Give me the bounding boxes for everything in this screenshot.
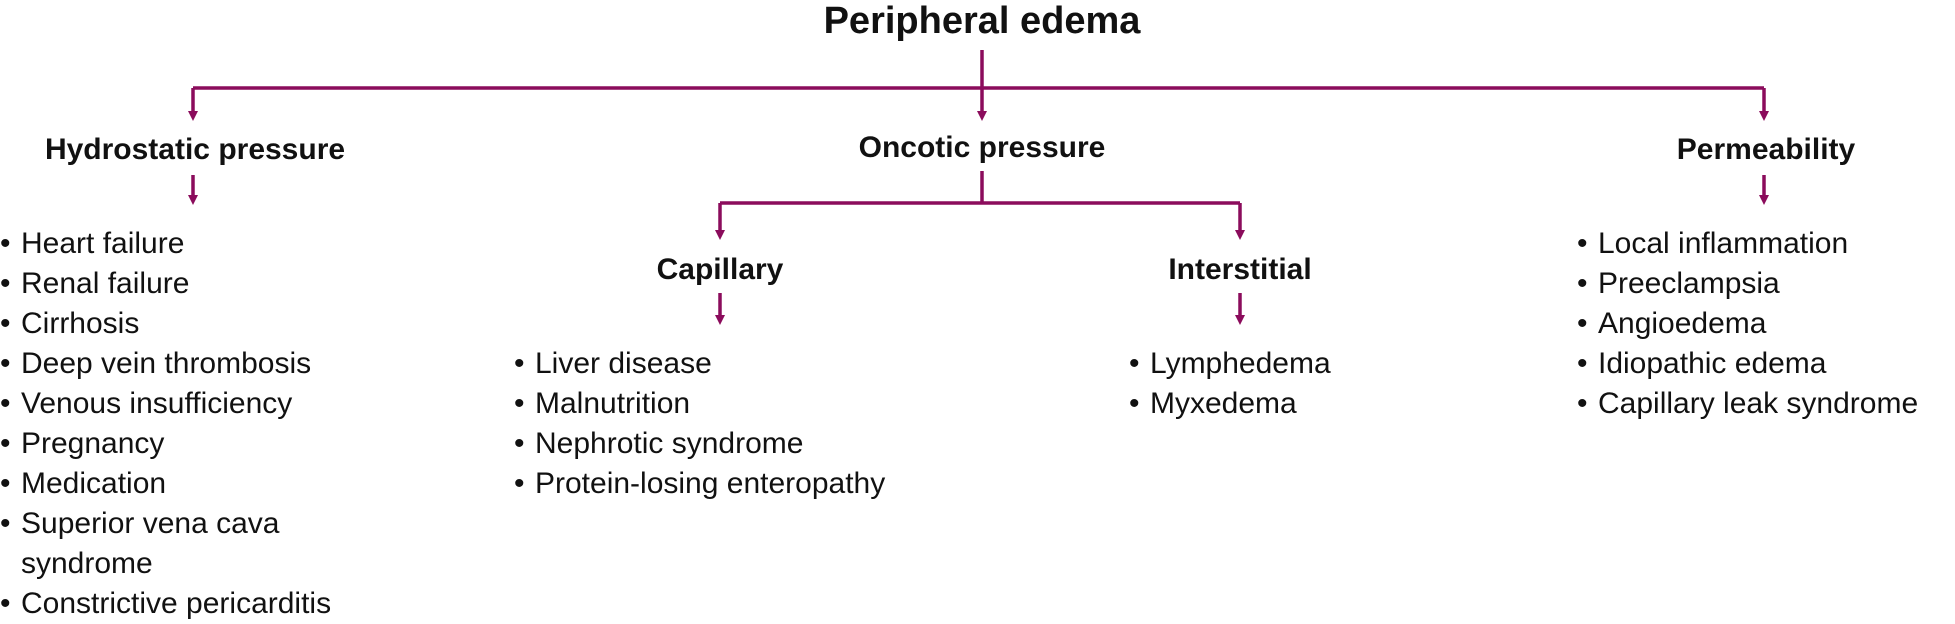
- list-item: • Idiopathic edema: [1577, 344, 1918, 384]
- list-item-text: Local inflammation: [1598, 227, 1849, 260]
- list-item: • Deep vein thrombosis: [0, 344, 380, 384]
- list-item: • Nephrotic syndrome: [514, 424, 885, 464]
- list-item: • Constrictive pericarditis: [0, 584, 380, 624]
- list-item: • Heart failure: [0, 224, 380, 264]
- bullet-point: •: [1577, 347, 1588, 380]
- bullet-point: •: [0, 467, 11, 500]
- list-item: • Superior vena cava syndrome: [0, 504, 321, 584]
- list-item-text: Deep vein thrombosis: [21, 347, 312, 380]
- list-item-text: Angioedema: [1598, 307, 1767, 340]
- list-item-text: Constrictive pericarditis: [21, 587, 332, 620]
- list-item: • Pregnancy: [0, 424, 380, 464]
- list-item: • Venous insufficiency: [0, 384, 380, 424]
- bullet-point: •: [0, 267, 11, 300]
- list-item-text: Nephrotic syndrome: [535, 427, 804, 460]
- list-item-text: Protein-losing enteropathy: [535, 467, 886, 500]
- list-item-text: Medication: [21, 467, 167, 500]
- list-item: • Malnutrition: [514, 384, 885, 424]
- list-item-text: Heart failure: [21, 227, 185, 260]
- list-item-text: Liver disease: [535, 347, 712, 380]
- list-item-text: Pregnancy: [21, 427, 165, 460]
- list-item: • Medication: [0, 464, 380, 504]
- list-item: • Capillary leak syndrome: [1577, 384, 1918, 424]
- subcategory-capillary: Capillary: [656, 253, 784, 286]
- capillary-causes-list: • Liver disease • Malnutrition • Nephrotic …: [514, 344, 885, 504]
- list-item-text: Renal failure: [21, 267, 190, 300]
- list-item: • Protein-losing enteropathy: [514, 464, 885, 504]
- bullet-point: •: [1577, 227, 1588, 260]
- bullet-point: •: [0, 507, 11, 540]
- list-item: • Local inflammation: [1577, 224, 1918, 264]
- bullet-point: •: [0, 227, 11, 260]
- list-item-text: Preeclampsia: [1598, 267, 1780, 300]
- list-item-text: Idiopathic edema: [1598, 347, 1827, 380]
- hydrostatic-causes-list: • Heart failure • Renal failure • Cirrhosis…: [0, 224, 380, 624]
- list-item-text: Cirrhosis: [21, 307, 140, 340]
- list-item-text: Capillary leak syndrome: [1598, 387, 1919, 420]
- list-item: • Liver disease: [514, 344, 885, 384]
- diagram-title: Peripheral edema: [823, 0, 1141, 42]
- bullet-point: •: [514, 427, 525, 460]
- bullet-point: •: [514, 467, 525, 500]
- list-item: • Lymphedema: [1129, 344, 1331, 384]
- bullet-point: •: [514, 387, 525, 420]
- category-permeability: Permeability: [1676, 133, 1856, 166]
- bullet-point: •: [0, 387, 11, 420]
- list-item-text: Malnutrition: [535, 387, 691, 420]
- bullet-point: •: [0, 587, 11, 620]
- bullet-point: •: [1129, 387, 1140, 420]
- bullet-point: •: [1577, 387, 1588, 420]
- bullet-point: •: [1577, 307, 1588, 340]
- category-oncotic-pressure: Oncotic pressure: [858, 131, 1106, 164]
- bullet-point: •: [0, 427, 11, 460]
- permeability-causes-list: • Local inflammation • Preeclampsia • Angio…: [1577, 224, 1918, 424]
- subcategory-interstitial: Interstitial: [1168, 253, 1312, 286]
- list-item: • Myxedema: [1129, 384, 1331, 424]
- category-hydrostatic-pressure: Hydrostatic pressure: [44, 133, 346, 166]
- interstitial-causes-list: • Lymphedema • Myxedema: [1129, 344, 1331, 424]
- list-item: • Preeclampsia: [1577, 264, 1918, 304]
- list-item: • Renal failure: [0, 264, 380, 304]
- list-item-text: Lymphedema: [1150, 347, 1331, 380]
- list-item-text: Venous insufficiency: [21, 387, 293, 420]
- bullet-point: •: [1577, 267, 1588, 300]
- list-item-text: Superior vena cava syndrome: [21, 507, 280, 580]
- list-item-text: Myxedema: [1150, 387, 1297, 420]
- list-item: • Angioedema: [1577, 304, 1918, 344]
- connector-group: [188, 50, 1769, 325]
- bullet-point: •: [514, 347, 525, 380]
- list-item: • Cirrhosis: [0, 304, 380, 344]
- bullet-point: •: [0, 307, 11, 340]
- bullet-point: •: [1129, 347, 1140, 380]
- bullet-point: •: [0, 347, 11, 380]
